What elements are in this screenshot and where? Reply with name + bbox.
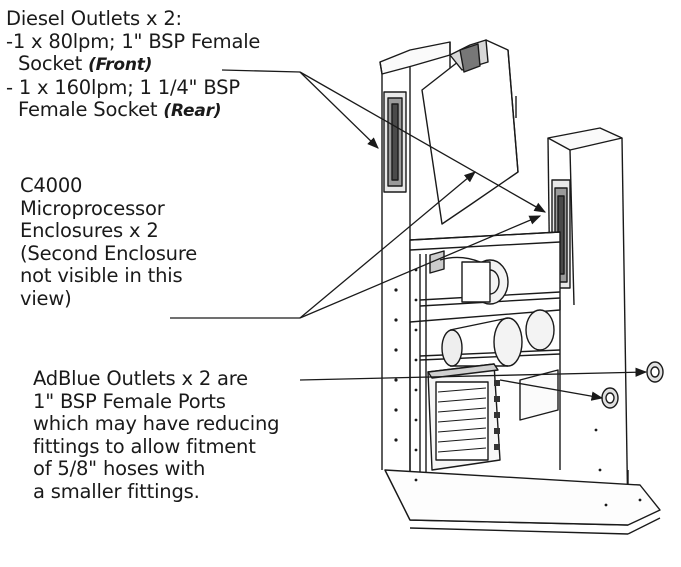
c4000-line: (Second Enclosure	[20, 241, 198, 265]
diesel-outlets-callout: Diesel Outlets x 2: -1 x 80lpm; 1" BSP F…	[6, 7, 261, 123]
adblue-outlets-callout: AdBlue Outlets x 2 are 1" BSP Female Por…	[33, 367, 280, 503]
inclined-top-panel	[421, 39, 519, 225]
c4000-line: view)	[20, 286, 72, 310]
diesel-line-2: -1 x 80lpm; 1" BSP Female	[6, 29, 261, 53]
c4000-enclosures-callout: C4000 Microprocessor Enclosures x 2 (Sec…	[20, 174, 198, 310]
adblue-line: 1" BSP Female Ports	[33, 389, 226, 413]
adblue-line: AdBlue Outlets x 2 are	[33, 367, 248, 390]
c4000-line: C4000	[20, 174, 83, 197]
frame-rivets	[394, 268, 642, 507]
diesel-line-1: Diesel Outlets x 2:	[6, 7, 182, 30]
c4000-line: Microprocessor	[20, 196, 165, 220]
callout-leaders	[170, 69, 648, 401]
diesel-line-3: Socket (Front)	[6, 52, 260, 77]
adblue-line: fittings to allow fitment	[33, 434, 256, 458]
c4000-enclosure	[427, 363, 501, 471]
c4000-line: not visible in this	[20, 264, 183, 287]
diesel-line-5: Female Socket (Rear)	[6, 98, 260, 123]
adblue-line: a smaller fittings.	[33, 479, 200, 503]
diesel-front-label: (Front)	[88, 55, 153, 75]
adblue-line: which may have reducing	[33, 412, 280, 435]
adblue-outlet-ports	[601, 361, 664, 409]
diesel-line-4: - 1 x 160lpm; 1 1/4" BSP	[6, 75, 240, 99]
left-column	[379, 41, 451, 520]
adblue-line: of 5/8" hoses with	[33, 457, 206, 480]
base-plate	[384, 469, 661, 535]
diesel-line-3-text: Socket	[18, 52, 89, 75]
c4000-line: Enclosures x 2	[20, 219, 159, 242]
diesel-rear-label: (Rear)	[163, 101, 222, 121]
diesel-line-5-text: Female Socket	[18, 98, 164, 121]
internal-components	[429, 250, 559, 421]
